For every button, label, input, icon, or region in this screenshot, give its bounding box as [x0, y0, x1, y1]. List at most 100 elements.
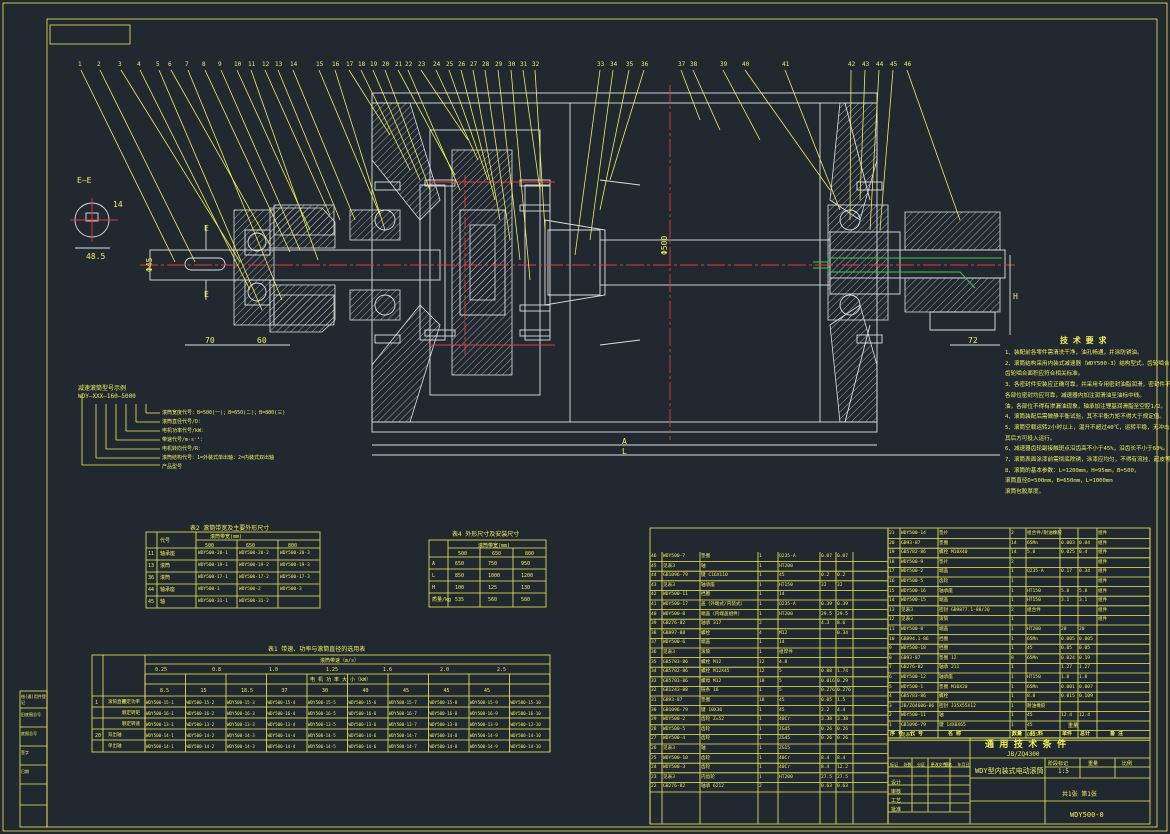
table2-cell: WDY500-19-3: [280, 563, 310, 568]
bom-left-cell: 1: [759, 774, 762, 780]
bom-right-cell: 2: [1011, 607, 1014, 613]
bom-left-cell: GB5783-86: [663, 659, 688, 665]
bom-left-cell: 1: [759, 611, 762, 617]
table1-cell: WDY500-13-4: [267, 722, 296, 727]
bom-right-cell: 挡圈: [939, 636, 949, 642]
table4-cell: 535: [455, 597, 465, 603]
bom-left-cell: 1: [759, 717, 762, 723]
bom-right-cell: 1.8: [1079, 675, 1088, 680]
bom-left-cell: 端盖: [701, 640, 711, 646]
table4-head-col-0: 500: [458, 551, 468, 557]
bom-right-cell: 2: [889, 713, 892, 719]
bom-left-cell: 轴承 317: [701, 621, 722, 627]
bom-left-cell: 齿轮: [701, 765, 711, 771]
table2-row-name: 轴承座: [160, 587, 176, 593]
table1-cell: WDY500-15-4: [267, 700, 296, 705]
bom-left-cell: 45: [651, 563, 657, 569]
bom-left-cell: 4: [759, 630, 762, 636]
bom-right-cell: 0.024: [1061, 655, 1075, 661]
bom-right-cell: 螺栓 M10X40: [939, 550, 968, 556]
table1-row-group: 滚筒直径: [108, 700, 126, 705]
bom-left-cell: 1: [759, 707, 762, 713]
bom-left-cell: 41: [651, 602, 657, 607]
table2-row-name: 轴: [160, 599, 166, 605]
bom-left-cell: 1: [759, 573, 762, 579]
bom-right-cell: 19: [889, 550, 895, 556]
bom-left-cell: 26: [651, 746, 657, 751]
bom-right-cell: 1: [1011, 598, 1014, 604]
bom-right-cell: WDY500-2: [901, 569, 924, 575]
bom-right-cell: 17: [889, 569, 895, 575]
callout-28: 28: [482, 61, 490, 68]
bom-right-cell: 12: [889, 617, 895, 623]
bom-left-cell: WDY500-10: [663, 755, 688, 761]
bom-left-cell: 垫圈: [701, 554, 711, 559]
bom-left-cell: 14: [779, 592, 785, 598]
bom-right-cell: 20: [1079, 627, 1085, 632]
bom-right-cell: 0.025: [1061, 550, 1075, 556]
bom-right-cell: WDY500-16: [901, 588, 926, 594]
leader-46: [906, 69, 961, 221]
bom-right-cell: 1: [1011, 675, 1014, 680]
bom-right-cell: 4: [889, 694, 892, 700]
bom-right-cell: 0.015: [1061, 694, 1075, 700]
bom-right-cell: 组件: [1098, 607, 1108, 613]
callout-11: 11: [248, 61, 256, 68]
bom-right-cell: 端盖: [939, 627, 949, 632]
callout-46: 46: [904, 61, 912, 68]
bom-left-cell: 0.2: [821, 573, 830, 579]
table1-cell: WDY500-13-3: [227, 722, 255, 727]
bom-right-cell: Q235-A: [1027, 569, 1044, 575]
bom-right-cell: 20: [889, 540, 895, 546]
table1-cell: WDY500-13-1: [146, 722, 174, 727]
callout-5: 5: [156, 61, 160, 68]
table2-cell: WDY500-1: [198, 587, 220, 592]
leader-22: [407, 69, 461, 191]
table1-speed-5: 2.0: [440, 667, 450, 673]
bom-left-cell: 齿轮: [701, 736, 711, 742]
table2-row-code: 13: [148, 563, 155, 569]
table1-cell: WDY500-15-3: [227, 700, 255, 705]
bom-left-cell: 0.276: [821, 688, 835, 694]
callout-6: 6: [168, 61, 172, 68]
bom-right-cell: HT150: [1027, 675, 1041, 680]
table1-top-head: 滚筒带速（m/s）: [320, 658, 360, 664]
callout-10: 10: [234, 61, 242, 68]
bom-right-cell: 2: [1011, 559, 1014, 565]
bom-right-cell: 1: [889, 723, 892, 728]
bom-left-cell: 4.4: [837, 707, 846, 713]
bom-left-cell: 0.26: [837, 736, 849, 742]
bom-left-cell: 0.39: [837, 602, 849, 607]
bom-right-cell: 见表3: [901, 607, 913, 613]
bom-right-cell: 1: [1011, 723, 1014, 728]
bom-right-cell: 0.05: [1079, 646, 1091, 652]
bom-right-cell: 0.001: [1061, 684, 1075, 690]
bom-header-1: 代 号: [910, 731, 924, 737]
bom-left-cell: GB1096-79: [663, 707, 688, 713]
bom-left-cell: GB5783-86: [663, 678, 688, 684]
left-strip-4: 日期: [21, 769, 29, 774]
table1-cell: WDY500-14-6: [348, 744, 377, 749]
bom-right-cell: 5: [889, 684, 892, 690]
bom-right-cell: 1: [1011, 703, 1014, 709]
table1-power-1: 15: [200, 688, 207, 694]
bom-right-cell: JB/ZQ4606-86: [901, 703, 935, 709]
table4-cell: 750: [488, 561, 498, 567]
table1-cell: WDY500-14-4: [267, 733, 296, 738]
bom-left-cell: 36: [651, 650, 657, 655]
table1-cell: WDY500-13-8: [429, 722, 458, 727]
bom-left-cell: 0.276: [837, 688, 851, 694]
model-code-title: 减速滚筒型号示例: [78, 385, 127, 392]
table1-power-head: 电 机 功 率 大 小（kW）: [310, 677, 372, 683]
bom-left-cell: 2: [759, 784, 762, 790]
leader-4: [139, 69, 251, 291]
bom-left-cell: 垫圈: [701, 698, 711, 703]
callout-41: 41: [782, 61, 790, 68]
bom-left-cell: 1: [759, 582, 762, 588]
table1-cell: WDY500-14-10: [510, 744, 541, 749]
leader-25: [448, 69, 489, 181]
table2-row-code: 45: [148, 599, 155, 605]
leader-37: [680, 69, 701, 121]
table2-head-top: 滚筒带宽(mm): [210, 534, 243, 540]
bom-left-cell: 4.8: [779, 659, 788, 665]
